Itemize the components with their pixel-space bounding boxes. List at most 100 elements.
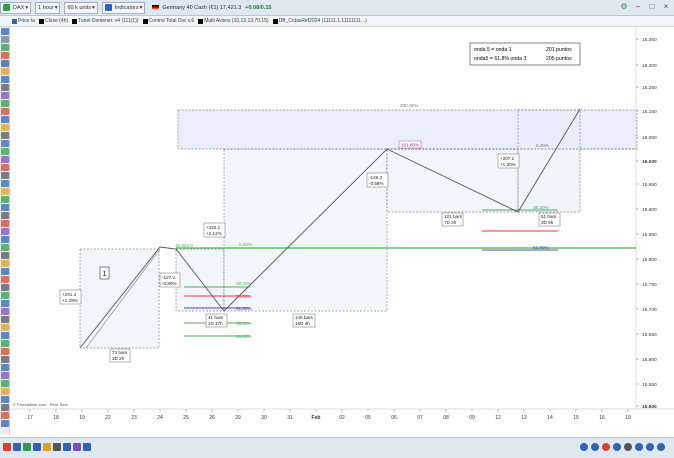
toolbar-tool-icon[interactable] bbox=[23, 443, 31, 451]
zoom-control-icon[interactable] bbox=[657, 443, 665, 451]
wave-1-label: 1 bbox=[103, 271, 107, 278]
drawing-tool-icon[interactable] bbox=[1, 284, 9, 291]
price-tick-label: 15.600 bbox=[642, 357, 657, 363]
close-icon[interactable]: × bbox=[663, 2, 669, 11]
zoom-control-icon[interactable] bbox=[602, 443, 610, 451]
drawing-tool-icon[interactable] bbox=[1, 124, 9, 131]
drawing-tool-icon[interactable] bbox=[1, 356, 9, 363]
restore-icon[interactable]: □ bbox=[649, 2, 655, 11]
settings-icon[interactable]: ⚙ bbox=[620, 2, 628, 11]
toolbar-tool-icon[interactable] bbox=[83, 443, 91, 451]
drawing-tool-icon[interactable] bbox=[1, 228, 9, 235]
drawing-tool-icon[interactable] bbox=[1, 68, 9, 75]
drawing-tool-icon[interactable] bbox=[1, 244, 9, 251]
drawing-tool-icon[interactable] bbox=[1, 108, 9, 115]
drawing-tool-icon[interactable] bbox=[1, 212, 9, 219]
indicator-item[interactable]: Multi Avisos (10,13,13,70,15) bbox=[198, 18, 269, 24]
drawing-tool-icon[interactable] bbox=[1, 172, 9, 179]
toolbar-tool-icon[interactable] bbox=[63, 443, 71, 451]
drawing-tool-icon[interactable] bbox=[1, 372, 9, 379]
indicator-label: Tunel Osmener. v4 (111(1)) bbox=[78, 18, 139, 24]
drawing-tool-icon[interactable] bbox=[1, 276, 9, 283]
toolbar-tool-icon[interactable] bbox=[73, 443, 81, 451]
wave-1-duration: 3D 2h bbox=[112, 356, 125, 361]
drawing-tool-icon[interactable] bbox=[1, 324, 9, 331]
drawing-tool-icon[interactable] bbox=[1, 260, 9, 267]
instrument-selector[interactable]: DAX ▾ bbox=[0, 1, 32, 14]
zoom-control-icon[interactable] bbox=[580, 443, 588, 451]
zoom-control-icon[interactable] bbox=[624, 443, 632, 451]
drawing-tool-icon[interactable] bbox=[1, 148, 9, 155]
drawing-tool-icon[interactable] bbox=[1, 300, 9, 307]
drawing-tool-icon[interactable] bbox=[1, 156, 9, 163]
drawing-tool-icon[interactable] bbox=[1, 52, 9, 59]
drawing-tool-icon[interactable] bbox=[1, 132, 9, 139]
drawing-tool-icon[interactable] bbox=[1, 268, 9, 275]
fib-0-label: 0.00% bbox=[536, 143, 549, 148]
drawing-tool-icon[interactable] bbox=[1, 164, 9, 171]
instrument-label: DAX bbox=[13, 4, 25, 11]
zoom-control-icon[interactable] bbox=[646, 443, 654, 451]
drawing-tool-icon[interactable] bbox=[1, 220, 9, 227]
drawing-tool-icon[interactable] bbox=[1, 60, 9, 67]
drawing-tool-icon[interactable] bbox=[1, 36, 9, 43]
indicator-item[interactable]: Tunel Osmener. v4 (111(1)) bbox=[72, 18, 139, 24]
indicator-item[interactable]: Price ta bbox=[12, 18, 35, 24]
timeframe-selector[interactable]: 1 hour ▾ bbox=[35, 1, 61, 14]
fib-38-b-label: 38.20% bbox=[533, 205, 549, 210]
drawing-tool-icon[interactable] bbox=[1, 92, 9, 99]
zoom-control-icon[interactable] bbox=[613, 443, 621, 451]
drawing-tool-icon[interactable] bbox=[1, 348, 9, 355]
time-tick-label: 19 bbox=[79, 415, 85, 421]
time-tick-label: 19 bbox=[625, 415, 631, 421]
drawing-tool-icon[interactable] bbox=[1, 340, 9, 347]
minimize-icon[interactable]: – bbox=[635, 2, 641, 11]
toolbar-tool-icon[interactable] bbox=[53, 443, 61, 451]
drawing-tool-icon[interactable] bbox=[1, 332, 9, 339]
zoom-control-icon[interactable] bbox=[591, 443, 599, 451]
drawing-tool-icon[interactable] bbox=[1, 364, 9, 371]
drawing-tool-icon[interactable] bbox=[1, 44, 9, 51]
drawing-tool-icon[interactable] bbox=[1, 116, 9, 123]
drawing-tool-icon[interactable] bbox=[1, 252, 9, 259]
wave-4-duration: 7D 2h bbox=[444, 220, 457, 225]
chart-canvas[interactable]: 16.35016.30016.25016.15016.05016.00015.9… bbox=[10, 27, 674, 437]
drawing-tool-icon[interactable] bbox=[1, 420, 9, 427]
units-selector[interactable]: 60 k units ▾ bbox=[64, 1, 98, 14]
wave-4-change: -126.3 bbox=[369, 175, 382, 180]
indicators-button[interactable]: Indicators ▾ bbox=[101, 1, 146, 14]
info-row-label: onda5 = 61,8% onda 3 bbox=[474, 56, 526, 62]
drawing-tool-icon[interactable] bbox=[1, 404, 9, 411]
drawing-tool-icon[interactable] bbox=[1, 308, 9, 315]
drawing-tool-icon[interactable] bbox=[1, 28, 9, 35]
drawing-tool-icon[interactable] bbox=[1, 140, 9, 147]
toolbar-tool-icon[interactable] bbox=[43, 443, 51, 451]
drawing-tool-icon[interactable] bbox=[1, 412, 9, 419]
drawing-tool-icon[interactable] bbox=[1, 196, 9, 203]
drawing-tool-icon[interactable] bbox=[1, 204, 9, 211]
drawing-tool-icon[interactable] bbox=[1, 380, 9, 387]
toolbar-tool-icon[interactable] bbox=[3, 443, 11, 451]
time-tick-label: 06 bbox=[391, 415, 397, 421]
time-tick-label: 23 bbox=[131, 415, 137, 421]
indicator-item[interactable]: DB_CotasRef2024 (11111.1.11111111...) bbox=[272, 18, 367, 24]
drawing-tool-icon[interactable] bbox=[1, 316, 9, 323]
drawing-tool-icon[interactable] bbox=[1, 236, 9, 243]
drawing-tool-icon[interactable] bbox=[1, 100, 9, 107]
wave-2-level: 15.824.0 bbox=[175, 243, 193, 248]
drawing-tool-icon[interactable] bbox=[1, 180, 9, 187]
indicator-item[interactable]: Control Total Dsc v.6 bbox=[142, 18, 194, 24]
drawing-tool-icon[interactable] bbox=[1, 84, 9, 91]
drawing-tool-icon[interactable] bbox=[1, 388, 9, 395]
drawing-tool-icon[interactable] bbox=[1, 292, 9, 299]
drawing-tool-icon[interactable] bbox=[1, 396, 9, 403]
toolbar-tool-icon[interactable] bbox=[13, 443, 21, 451]
zoom-control-icon[interactable] bbox=[635, 443, 643, 451]
drawing-tool-icon[interactable] bbox=[1, 188, 9, 195]
indicator-item[interactable]: Close (4h) bbox=[38, 18, 68, 24]
toolbar-tool-icon[interactable] bbox=[33, 443, 41, 451]
drawing-tool-icon[interactable] bbox=[1, 76, 9, 83]
price-tick-label: 16.250 bbox=[642, 85, 657, 91]
